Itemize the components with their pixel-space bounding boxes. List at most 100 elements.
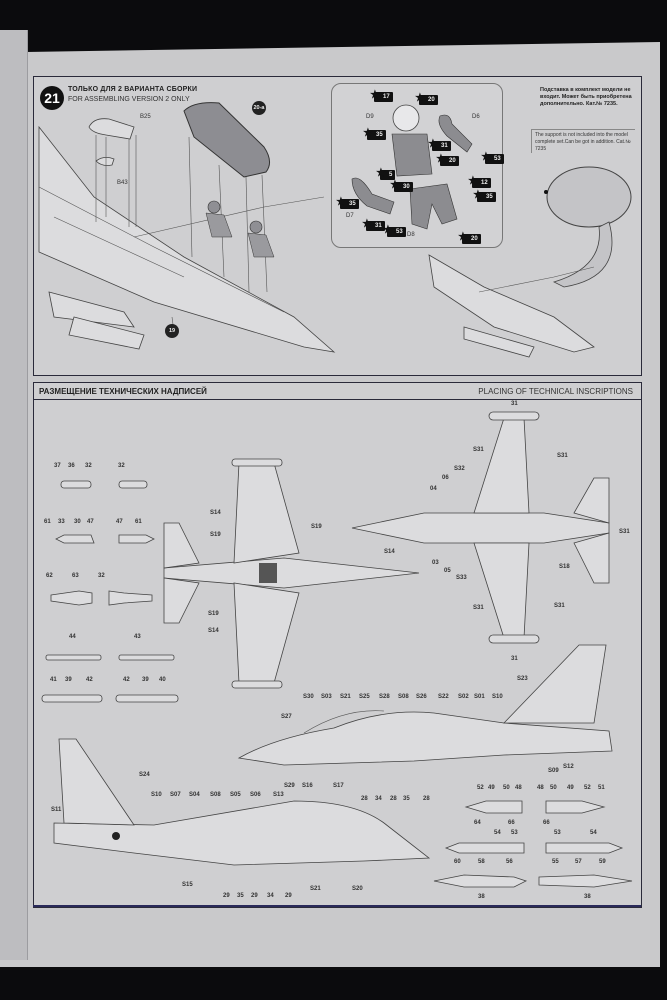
label-31: 31 bbox=[511, 656, 518, 662]
label-42: 42 bbox=[86, 677, 93, 683]
stand-note-ru: Подставка в комплект модели не входит. М… bbox=[540, 87, 632, 107]
label-40: 40 bbox=[159, 677, 166, 683]
store-drawings bbox=[41, 480, 179, 703]
label-s24: S24 bbox=[139, 772, 150, 778]
label-s18: S18 bbox=[559, 564, 570, 570]
label-35: 35 bbox=[237, 893, 244, 899]
decal-30: 30 bbox=[390, 180, 413, 192]
label-s29: S29 bbox=[284, 783, 295, 789]
label-30: 30 bbox=[74, 519, 81, 525]
part-callout-b25: B25 bbox=[140, 114, 151, 120]
side-view-right-aircraft bbox=[237, 644, 613, 766]
pilot-part-d6: D6 bbox=[472, 114, 480, 120]
label-s07: S07 bbox=[170, 792, 181, 798]
label-54: 54 bbox=[590, 830, 597, 836]
step-number-badge: 21 bbox=[40, 86, 64, 110]
label-28: 28 bbox=[361, 796, 368, 802]
label-s15: S15 bbox=[182, 882, 193, 888]
binding-spine bbox=[0, 30, 28, 960]
label-s26: S26 bbox=[416, 694, 427, 700]
label-s30: S30 bbox=[303, 694, 314, 700]
label-66: 66 bbox=[508, 820, 515, 826]
pod-drawings bbox=[433, 800, 633, 888]
inscriptions-title-en: PLACING OF TECHNICAL INSCRIPTIONS bbox=[478, 387, 633, 396]
label-53: 53 bbox=[554, 830, 561, 836]
label-58: 58 bbox=[478, 859, 485, 865]
label-52: 52 bbox=[584, 785, 591, 791]
label-33: 33 bbox=[58, 519, 65, 525]
decal-31: 31 bbox=[362, 219, 385, 231]
label-63: 63 bbox=[72, 573, 79, 579]
label-60: 60 bbox=[454, 859, 461, 865]
label-06: 06 bbox=[442, 475, 449, 481]
side-view-left-aircraft bbox=[53, 738, 431, 866]
label-29: 29 bbox=[285, 893, 292, 899]
pilot-part-d8: D8 bbox=[407, 232, 415, 238]
label-s31: S31 bbox=[473, 605, 484, 611]
label-s16: S16 bbox=[302, 783, 313, 789]
label-s01: S01 bbox=[474, 694, 485, 700]
label-47: 47 bbox=[87, 519, 94, 525]
label-48: 48 bbox=[515, 785, 522, 791]
canopy-assembly-drawing bbox=[38, 102, 632, 358]
label-61: 61 bbox=[44, 519, 51, 525]
label-39: 39 bbox=[65, 677, 72, 683]
label-s19: S19 bbox=[311, 524, 322, 530]
label-49: 49 bbox=[567, 785, 574, 791]
label-57: 57 bbox=[575, 859, 582, 865]
label-41: 41 bbox=[50, 677, 57, 683]
label-s31: S31 bbox=[473, 447, 484, 453]
label-s11: S11 bbox=[51, 807, 62, 813]
label-31: 31 bbox=[511, 401, 518, 407]
label-s12: S12 bbox=[563, 764, 574, 770]
label-50: 50 bbox=[550, 785, 557, 791]
top-view-aircraft bbox=[163, 458, 420, 689]
label-s31: S31 bbox=[557, 453, 568, 459]
label-54: 54 bbox=[494, 830, 501, 836]
label-s09: S09 bbox=[548, 768, 559, 774]
label-61: 61 bbox=[135, 519, 142, 525]
label-55: 55 bbox=[552, 859, 559, 865]
label-05: 05 bbox=[444, 568, 451, 574]
label-35: 35 bbox=[403, 796, 410, 802]
label-s31: S31 bbox=[554, 603, 565, 609]
decal-20: 20 bbox=[415, 93, 438, 105]
pilot-part-d7: D7 bbox=[346, 213, 354, 219]
label-62: 62 bbox=[46, 573, 53, 579]
step-title-ru: ТОЛЬКО ДЛЯ 2 ВАРИАНТА СБОРКИ bbox=[68, 86, 198, 93]
label-s19: S19 bbox=[210, 532, 221, 538]
label-03: 03 bbox=[432, 560, 439, 566]
label-s20: S20 bbox=[352, 886, 363, 892]
label-43: 43 bbox=[134, 634, 141, 640]
label-47: 47 bbox=[116, 519, 123, 525]
decal-20: 20 bbox=[458, 232, 481, 244]
label-s31: S31 bbox=[619, 529, 630, 535]
label-s03: S03 bbox=[321, 694, 332, 700]
label-s23: S23 bbox=[517, 676, 528, 682]
label-s28: S28 bbox=[379, 694, 390, 700]
label-34: 34 bbox=[267, 893, 274, 899]
label-36: 36 bbox=[68, 463, 75, 469]
label-s08: S08 bbox=[398, 694, 409, 700]
label-28: 28 bbox=[390, 796, 397, 802]
label-s25: S25 bbox=[359, 694, 370, 700]
label-s14: S14 bbox=[384, 549, 395, 555]
label-66: 66 bbox=[543, 820, 550, 826]
label-s33: S33 bbox=[456, 575, 467, 581]
label-37: 37 bbox=[54, 463, 61, 469]
label-04: 04 bbox=[430, 486, 437, 492]
label-s10: S10 bbox=[151, 792, 162, 798]
label-59: 59 bbox=[599, 859, 606, 865]
label-48: 48 bbox=[537, 785, 544, 791]
label-39: 39 bbox=[142, 677, 149, 683]
label-s21: S21 bbox=[310, 886, 321, 892]
label-28: 28 bbox=[423, 796, 430, 802]
label-s32: S32 bbox=[454, 466, 465, 472]
step-21-panel: 21 ТОЛЬКО ДЛЯ 2 ВАРИАНТА СБОРКИ FOR ASSE… bbox=[33, 76, 642, 376]
label-32: 32 bbox=[85, 463, 92, 469]
decal-5: 5 bbox=[376, 168, 396, 180]
label-29: 29 bbox=[223, 893, 230, 899]
label-s21: S21 bbox=[340, 694, 351, 700]
label-64: 64 bbox=[474, 820, 481, 826]
bottom-view-aircraft bbox=[351, 411, 610, 644]
